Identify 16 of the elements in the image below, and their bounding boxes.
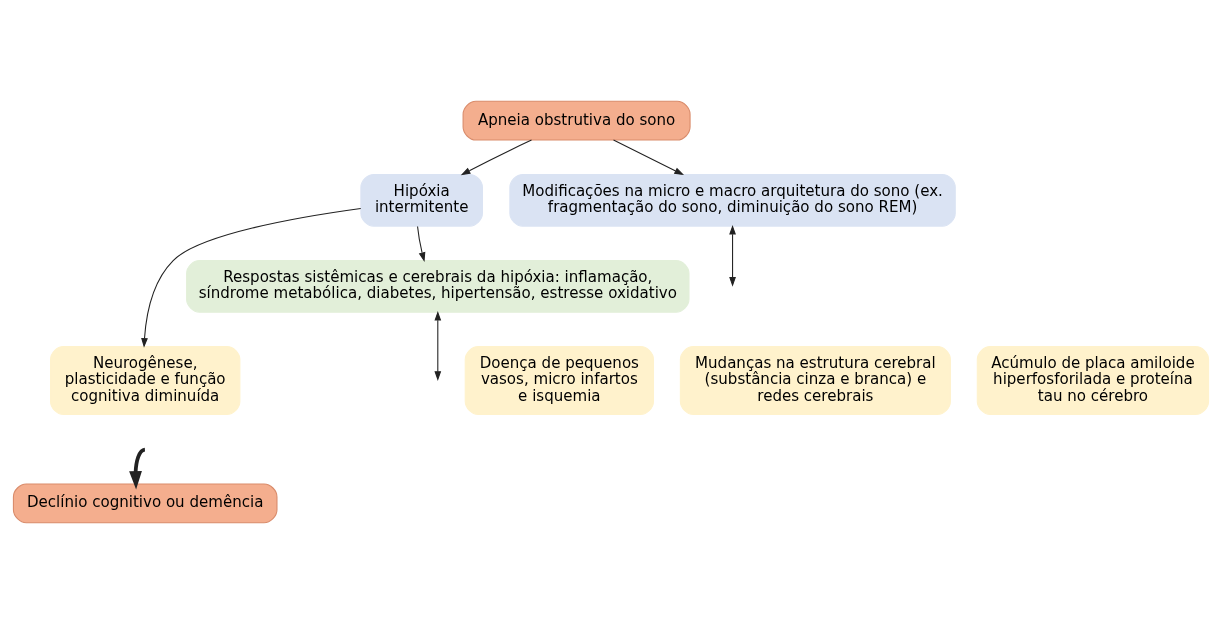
node-box: Neurogênese, plasticidade e função cognitiva diminuída (50, 345, 241, 415)
node-box: Mudanças na estrutura cerebral (substância cinza e branca) e redes cerebrais (679, 345, 951, 415)
arrow (613, 139, 685, 175)
node-box: Apneia obstrutiva do sono (462, 100, 691, 141)
node-box: Acúmulo de placa amiloide hiperfosforilada e proteína tau no cérebro (976, 345, 1210, 415)
arrow (141, 207, 362, 348)
arrow (417, 225, 426, 262)
arrow (729, 224, 736, 287)
node-box: Respostas sistêmicas e cerebrais da hipóxia: inflamação, síndrome metabólica, diabetes, hipertensão, estresse oxidativo (186, 259, 690, 313)
arrow (434, 310, 442, 381)
arrow (460, 139, 533, 175)
arrow (129, 447, 146, 489)
node-box: Doença de pequenos vasos, micro infartos e isquemia (464, 345, 655, 415)
node-box: Modificações na micro e macro arquitetura do sono (ex. fragmentação do sono, diminuição do sono REM) (509, 173, 956, 227)
node-box: Hipóxia intermitente (360, 173, 483, 227)
node-box: Declínio cognitivo ou demência (12, 482, 278, 523)
